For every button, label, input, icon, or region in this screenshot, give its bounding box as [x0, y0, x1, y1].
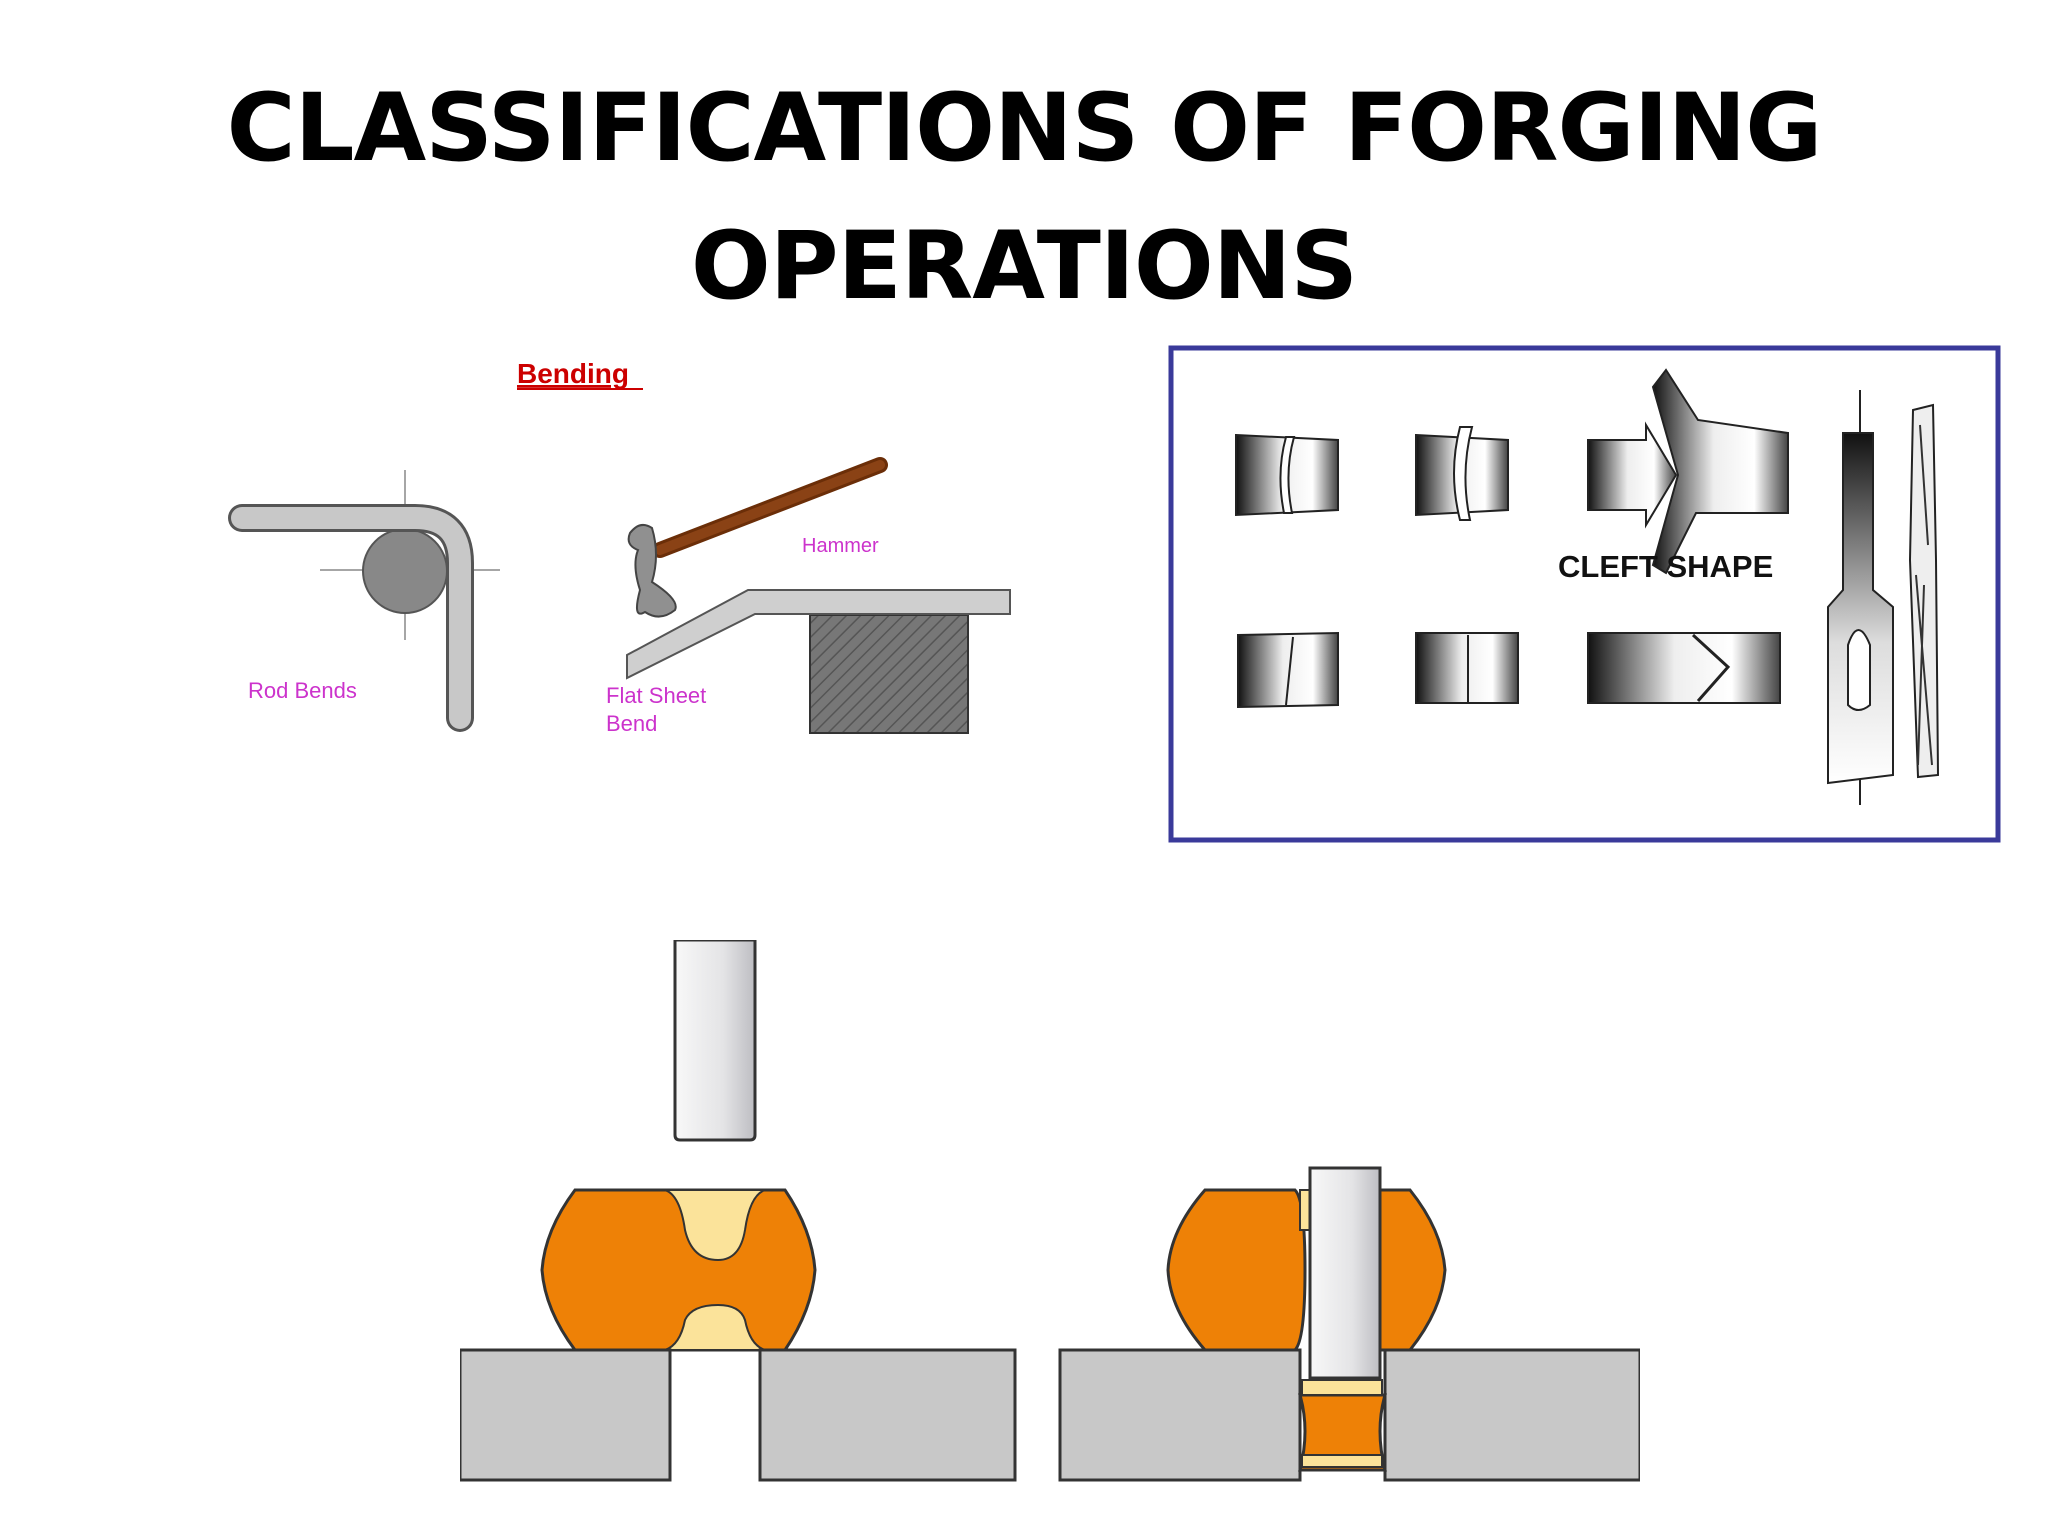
rod-bends-label: Rod Bends — [248, 678, 357, 703]
slide-title: CLASSIFICATIONS OF FORGING OPERATIONS — [0, 60, 2048, 336]
workpiece-right-a — [1166, 1188, 1307, 1352]
piercing-diagram — [460, 940, 1640, 1482]
flat-sheet — [626, 589, 1011, 680]
title-line-2: OPERATIONS — [690, 212, 1358, 321]
cleft-shape-panel: CLEFT SHAPE — [1168, 345, 2001, 843]
bending-heading: Bending — [517, 358, 629, 389]
workpiece-core-bottom — [664, 1303, 766, 1351]
rod-mandrel — [362, 528, 448, 614]
punch-right — [1308, 1166, 1382, 1380]
workpiece-core-top — [664, 1189, 766, 1262]
anvil-block — [809, 614, 969, 734]
die-right-b — [1383, 1348, 1640, 1482]
cleft-shape-label: CLEFT SHAPE — [1558, 549, 1773, 584]
bending-diagram: Bending Rod Bends Hammer Flat Sheet Bend — [228, 358, 1011, 736]
cleft-bottom-row — [1237, 631, 1781, 709]
die-left-a — [460, 1348, 672, 1482]
hammer-head — [627, 523, 677, 618]
piercing-stage-before — [460, 940, 1017, 1482]
hammer-label: Hammer — [802, 535, 879, 557]
cleft-top-row — [1235, 368, 1789, 575]
die-right-a — [1058, 1348, 1302, 1482]
slug — [1298, 1393, 1387, 1472]
punch-left — [673, 940, 757, 1142]
cleft-side-section — [1827, 390, 1940, 805]
rod-bend — [228, 470, 500, 732]
flat-sheet-label-1: Flat Sheet — [606, 683, 706, 708]
flat-sheet-label-2: Bend — [606, 711, 657, 736]
die-left-b — [758, 1348, 1017, 1482]
title-line-1: CLASSIFICATIONS OF FORGING — [226, 74, 1823, 183]
slug-bottom — [1301, 1454, 1383, 1468]
piercing-stage-after — [1058, 1166, 1640, 1482]
slug-top — [1301, 1379, 1383, 1396]
sheet-bend — [626, 457, 1011, 734]
workpiece-left — [540, 1188, 817, 1352]
